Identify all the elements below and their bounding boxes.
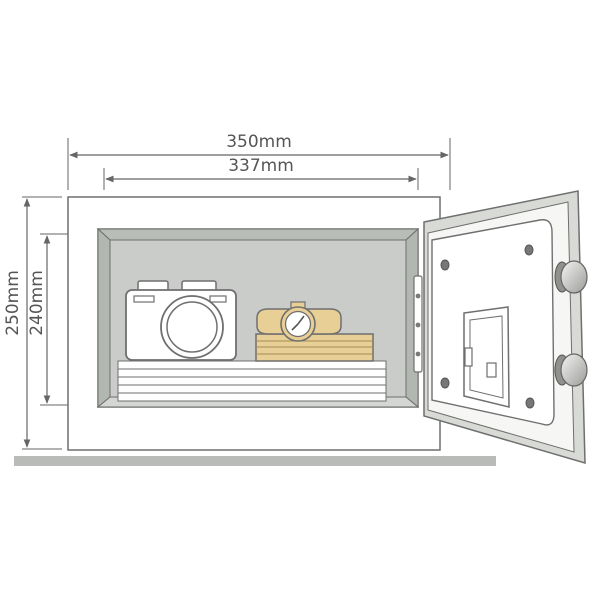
safe-door [423,190,588,465]
outer-height-label: 250mm [3,270,23,336]
width-dimension-outer: 350mm [67,132,451,190]
door-hinge [413,275,423,373]
height-dimension-outer: 250mm [3,196,62,450]
wristwatch-icon [256,301,342,342]
floor [14,456,496,466]
document-stack-icon [117,360,387,402]
camera-icon [125,280,237,361]
outer-width-label: 350mm [226,132,292,152]
door-bolts [440,244,535,409]
jewelry-box-icon [255,333,374,362]
inner-height-label: 240mm [27,270,47,336]
width-dimension-inner: 337mm [103,156,419,190]
inner-width-label: 337mm [228,156,294,176]
keypad-icon [463,306,510,408]
door-knob-icon [554,260,588,387]
